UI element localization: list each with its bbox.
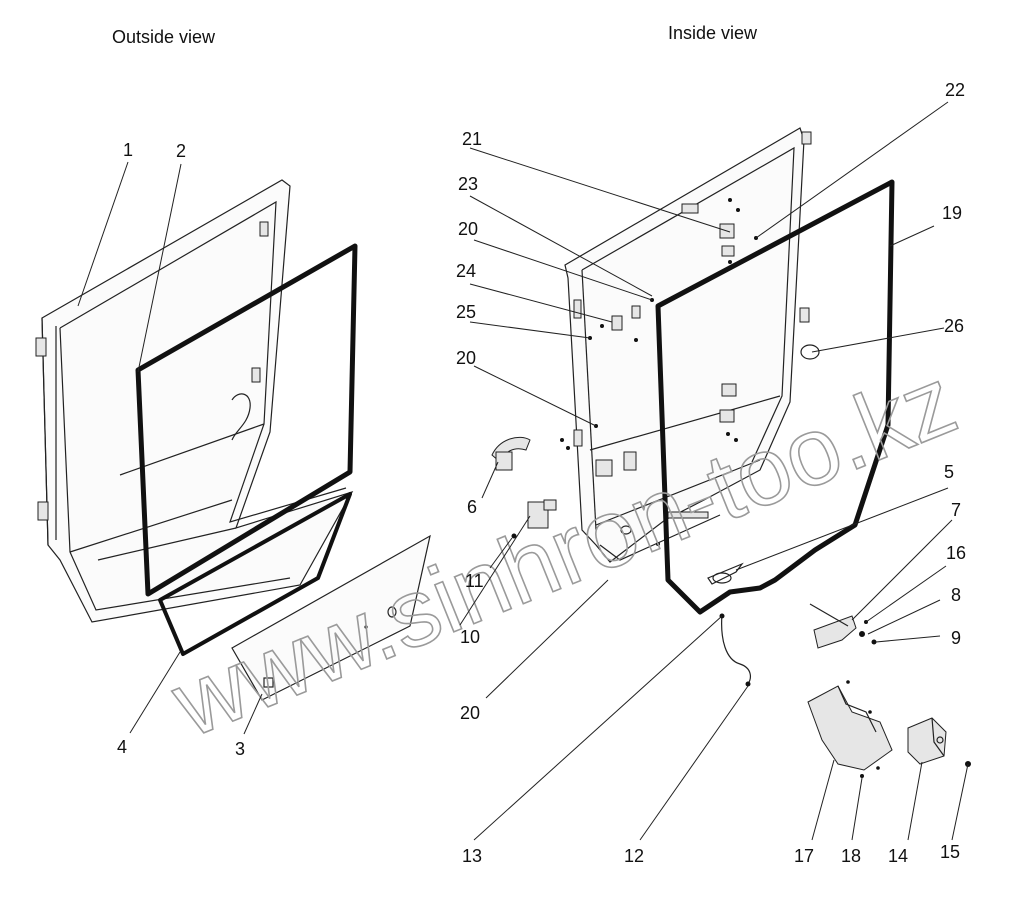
outside-seal-4 (158, 492, 352, 656)
callout-20-bottom: 20 (460, 703, 480, 723)
callout-labels: 1 2 3 4 5 6 7 8 9 10 11 12 13 14 15 16 1… (117, 80, 966, 866)
inside-lock-parts (491, 436, 744, 585)
callout-12: 12 (624, 846, 644, 866)
outside-seal-2 (135, 243, 358, 597)
callout-7: 7 (951, 500, 961, 520)
callout-4: 4 (117, 737, 127, 757)
caption-outside-view: Outside view (112, 27, 216, 47)
callout-13: 13 (462, 846, 482, 866)
callout-6: 6 (467, 497, 477, 517)
callout-3: 3 (235, 739, 245, 759)
callout-15: 15 (940, 842, 960, 862)
callout-23: 23 (458, 174, 478, 194)
inside-seal-19 (655, 179, 895, 615)
callout-14: 14 (888, 846, 908, 866)
callout-17: 17 (794, 846, 814, 866)
inside-bracket-7 (809, 603, 877, 649)
callout-20-middle: 20 (456, 348, 476, 368)
callout-11: 11 (465, 571, 484, 591)
caption-inside-view: Inside view (668, 23, 758, 43)
callout-22: 22 (945, 80, 965, 100)
callout-21: 21 (462, 129, 482, 149)
callout-10: 10 (460, 627, 480, 647)
leader-lines (77, 101, 969, 841)
callout-26: 26 (944, 316, 964, 336)
inside-cover-17 (807, 680, 893, 778)
callout-24: 24 (456, 261, 476, 281)
outside-door-frame (35, 179, 354, 623)
callout-19: 19 (942, 203, 962, 223)
callout-25: 25 (456, 302, 476, 322)
outside-glass-panel-3 (231, 534, 431, 701)
callout-5: 5 (944, 462, 954, 482)
callout-18: 18 (841, 846, 861, 866)
callout-1: 1 (123, 140, 133, 160)
callout-20-top: 20 (458, 219, 478, 239)
callout-16: 16 (946, 543, 966, 563)
callout-9: 9 (951, 628, 961, 648)
inside-cable-12 (719, 613, 751, 687)
inside-door-frame (560, 127, 820, 563)
callout-8: 8 (951, 585, 961, 605)
inside-block-14 (907, 717, 971, 767)
callout-2: 2 (176, 141, 186, 161)
